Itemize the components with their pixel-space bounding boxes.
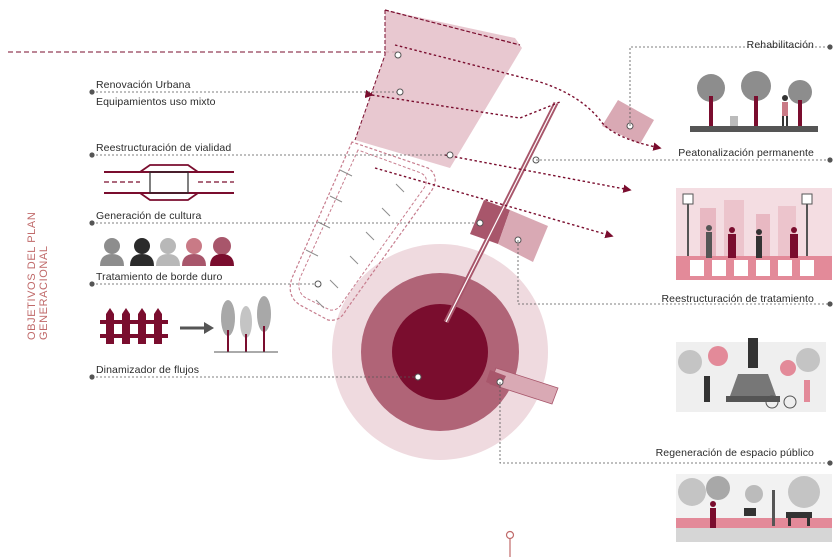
fence-to-trees-icon <box>100 296 278 353</box>
label-peatonalizacion: Peatonalización permanente <box>678 147 814 159</box>
label-cultura: Generación de cultura <box>96 210 202 222</box>
bottom-marker <box>505 530 515 540</box>
renovation-block-top-edge <box>384 9 521 46</box>
ring-road <box>289 141 436 321</box>
ring-road-inner <box>298 149 427 311</box>
label-vialidad: Reestructuración de vialidad <box>96 142 232 154</box>
people-group-icon <box>100 237 234 266</box>
park-bench-illustration <box>676 474 832 542</box>
central-square-b <box>498 210 548 262</box>
renovation-block-outline <box>354 10 386 141</box>
label-renovacion-urbana: Renovación Urbana <box>96 79 191 91</box>
left-leader-dots <box>89 89 95 380</box>
renovation-block <box>355 10 522 168</box>
right-leader-lines <box>499 46 830 464</box>
trees-illustration <box>690 71 818 132</box>
flow-arrows <box>364 44 662 239</box>
left-leader-lines <box>92 91 480 378</box>
pedestrian-crossing-illustration <box>676 188 832 280</box>
ring-road-ticks <box>305 169 405 309</box>
statue-plaza-illustration <box>676 338 826 412</box>
label-tratamiento: Reestructuración de tratamiento <box>661 293 814 305</box>
label-equipamientos: Equipamientos uso mixto <box>96 96 216 108</box>
rehabilitation-square <box>602 100 654 144</box>
road-intersection-icon <box>104 164 234 201</box>
label-dinamizador: Dinamizador de flujos <box>96 364 200 376</box>
right-leader-dots <box>827 44 833 466</box>
label-borde-duro: Tratamiento de borde duro <box>96 271 223 283</box>
diagonal-axis-core <box>445 102 557 323</box>
core-circle <box>392 304 488 400</box>
side-title: OBJETIVOS DEL PLAN GENERACIONAL <box>26 211 50 340</box>
label-rehabilitacion: Rehabilitación <box>746 39 814 51</box>
label-regeneracion: Regeneración de espacio público <box>655 447 814 459</box>
